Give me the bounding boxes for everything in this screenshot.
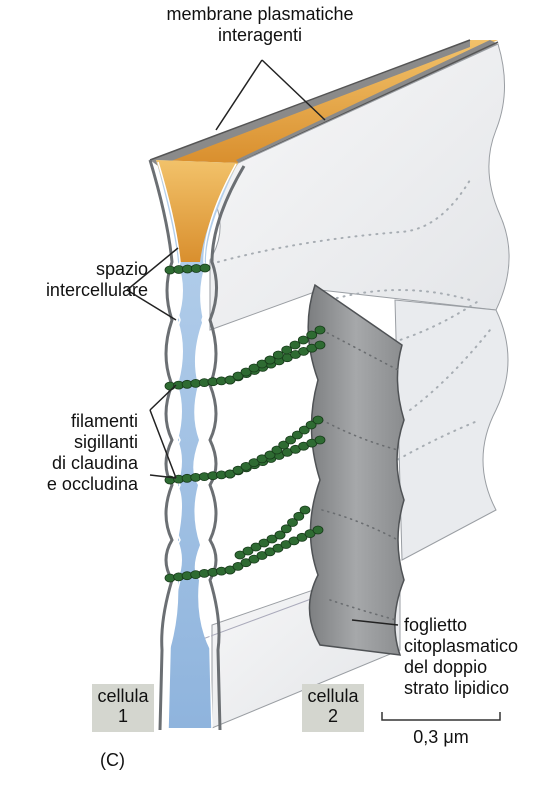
strand-bead [285,435,297,445]
strand-bead [306,330,318,340]
cell-2-label-number: 2 [327,706,338,726]
label-sealing-strands: filamenti sigillanti di claudina e occlu… [0,411,138,495]
strand-bead [274,530,286,540]
strand-bead [242,546,254,556]
strand-bead [299,505,311,515]
cell-1-label-number: 1 [117,706,128,726]
cell-1-label: cellula 1 [92,684,154,732]
strand-bead [266,534,278,544]
strand-bead [232,562,244,571]
label-intercellular-space: spazio intercellulare [0,259,148,301]
strand-bead [312,415,324,425]
cell-2-label: cellula 2 [302,684,364,732]
strand-bead [199,263,211,273]
scale-bar [381,712,501,721]
label-cytoplasmic-leaflet: foglietto citoplasmatico del doppio stra… [404,615,518,699]
strand-bead [271,445,283,455]
strand-bead [256,359,268,369]
strand-bead [289,340,301,350]
strand-bead [264,450,276,460]
strand-bead [240,367,252,377]
leader-lines [126,59,399,626]
label-interacting-membranes: membrane plasmatiche interagenti [150,4,370,46]
strand-bead [296,532,308,542]
strand-bead [297,335,309,345]
strand-bead [224,375,236,385]
strand-bead [305,420,317,430]
label-line: di claudina [51,453,138,473]
cytoplasmic-leaflet [307,283,405,656]
strand-bead [312,525,324,535]
label-line: foglietto [404,615,468,635]
label-line: filamenti [70,411,138,431]
cell-2-label-word: cellula [307,686,359,706]
strand-bead [293,511,305,521]
strand-bead [258,538,270,548]
label-line: sigillanti [73,432,138,452]
strand-bead [291,430,303,440]
cell-2-membrane-sheet-upper [209,43,510,331]
strand-bead [314,340,326,350]
strand-bead [240,461,252,471]
strand-bead [298,425,310,435]
strand-bead [224,469,236,479]
strand-bead [232,371,244,381]
label-line: e occludina [46,474,138,494]
strand-bead [256,551,268,560]
label-line: intercellulare [45,280,148,300]
sealing-strands [164,263,326,583]
strand-bead [248,363,260,373]
strand-bead [278,440,290,450]
strand-bead [248,458,260,468]
label-line: interagenti [217,25,303,45]
strand-bead [234,550,246,560]
strand-bead [287,518,298,527]
strand-bead [280,524,292,534]
scale-label: 0,3 μm [413,727,469,747]
label-line: citoplasmatico [404,636,519,656]
strand-bead [272,543,284,553]
label-line: strato lipidico [404,678,510,698]
strand-bead [256,454,268,464]
strand-bead [314,435,326,445]
strand-bead [264,355,276,365]
panel-label: (C) [100,750,125,770]
cell-2-membrane-sheet-right [394,299,509,561]
strand-bead [281,345,293,355]
strand-bead [232,465,244,475]
strand-bead [250,542,262,552]
strand-bead [314,325,326,335]
cell-1-label-word: cellula [97,686,149,706]
label-line: spazio [95,259,148,279]
strand-bead [272,350,284,360]
label-line: membrane plasmatiche [166,4,354,24]
label-line: del doppio [404,657,488,677]
